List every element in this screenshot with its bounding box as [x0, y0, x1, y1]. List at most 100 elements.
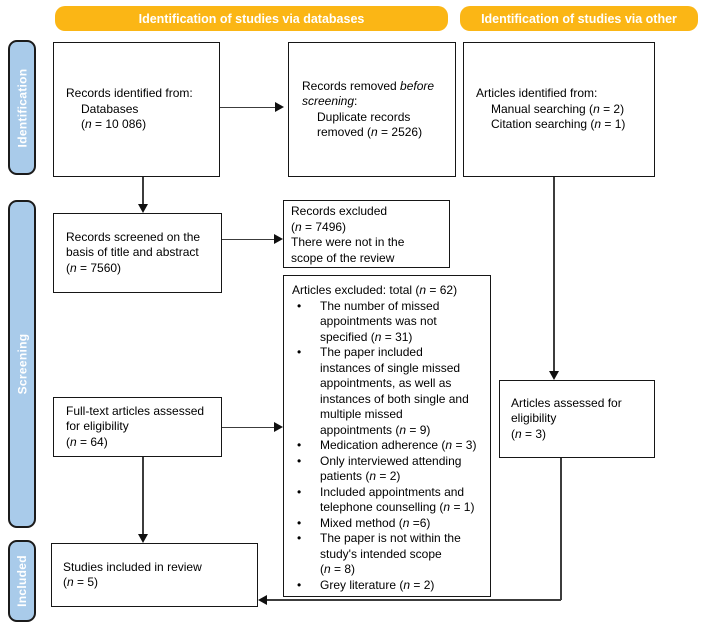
text-line: appointments, as well as: [320, 376, 452, 390]
arrow-fulltext-to-included-head: [138, 534, 148, 543]
text-line: Citation searching (n = 1): [491, 117, 626, 132]
bullet-glyph: •: [297, 345, 302, 359]
banner-identification-via-databases: Identification of studies via databases: [55, 6, 448, 31]
bullet-glyph: •: [297, 298, 302, 313]
text-line: There were not in the: [291, 235, 405, 249]
bullet-glyph: •: [297, 531, 302, 545]
text-line: appointments (n = 9): [320, 422, 431, 437]
bullet-item: • Medication adherence (n = 3): [292, 438, 488, 454]
text-line: Duplicate records: [317, 109, 411, 124]
arrow-screened-to-excluded-head: [274, 234, 283, 244]
text-line: (n = 64): [66, 434, 108, 449]
box-studies-included: Studies included in review(n = 5): [51, 543, 258, 607]
stage-label-screening: Screening: [8, 200, 36, 528]
text-line: appointments was not: [320, 314, 437, 328]
bullet-glyph: •: [297, 438, 302, 452]
text-line: (n = 7496): [291, 219, 347, 234]
arrow-other-to-assessed-head: [549, 371, 559, 380]
text-line: The paper is not within the: [320, 531, 461, 545]
bullet-item: • Mixed method (n =6): [292, 516, 488, 532]
text-line: multiple missed: [320, 407, 403, 421]
text-line: Included appointments and: [320, 484, 465, 499]
bullet-glyph: •: [297, 484, 302, 499]
text-line: Records excluded: [291, 204, 388, 218]
text-line: Articles excluded: total (n = 62): [292, 283, 458, 297]
text-line: scope of the review: [291, 250, 395, 265]
text-line: The paper included: [320, 345, 423, 359]
text-line: patients (n = 2): [320, 469, 401, 483]
stage-label-identification: Identification: [8, 40, 36, 175]
text-line: Records identified from:: [66, 86, 193, 101]
arrow-assessed-to-included-head: [258, 595, 267, 605]
arrow-fulltext-to-excluded-line: [222, 426, 274, 428]
arrow-identified-to-screened-line: [142, 177, 144, 204]
text-line: instances of single missed: [320, 360, 461, 375]
box-articles-identified: Articles identified from:Manual searchin…: [463, 42, 655, 177]
text-line: removed (n = 2526): [317, 125, 423, 139]
text-line: (n = 10 086): [81, 117, 147, 132]
text-line: telephone counselling (n = 1): [320, 500, 475, 514]
text-line: Manual searching (n = 2): [491, 101, 625, 116]
box-records-identified: Records identified from:Databases(n = 10…: [53, 42, 220, 177]
bullet-text: Mixed method (n =6): [320, 516, 488, 532]
text-line: Grey literature (n = 2): [320, 577, 435, 592]
banner-identification-via-other: Identification of studies via other: [460, 6, 698, 31]
text-line: for eligibility: [66, 419, 129, 434]
text-line: Mixed method (n =6): [320, 515, 431, 530]
text-line: Articles identified from:: [476, 86, 598, 101]
bullet-glyph: •: [297, 577, 302, 592]
stage-label-screening-text: Screening: [15, 333, 30, 395]
stage-label-identification-text: Identification: [15, 68, 29, 147]
bullet-item: • Grey literature (n = 2): [292, 578, 488, 594]
arrow-screened-to-excluded-line: [222, 238, 274, 240]
bullet-text: Grey literature (n = 2): [320, 578, 488, 594]
text-line: Full-text articles assessed: [66, 403, 205, 418]
arrow-fulltext-to-excluded-head: [274, 422, 283, 432]
text-line: Medication adherence (n = 3): [320, 438, 477, 452]
text-line: (n = 3): [511, 426, 547, 441]
box-articles-excluded: Articles excluded: total (n = 62) • The n…: [283, 275, 491, 597]
arrow-assessed-to-included-vline: [560, 458, 562, 600]
text-line: Studies included in review: [63, 559, 202, 574]
text-line: specified (n = 31): [320, 329, 413, 344]
text-line: (n = 8): [320, 562, 356, 576]
text-line: Articles assessed for: [511, 395, 622, 410]
text-line: (n = 5): [63, 575, 99, 589]
arrow-assessed-to-included-hline: [267, 599, 561, 601]
arrow-fulltext-to-included-line: [142, 457, 144, 534]
bullet-text: Medication adherence (n = 3): [320, 438, 488, 454]
text-line: Only interviewed attending: [320, 453, 462, 468]
bullet-glyph: •: [297, 453, 302, 468]
text-line: instances of both single and: [320, 391, 469, 406]
box-records-excluded: Records excluded(n = 7496)There were not…: [283, 200, 450, 268]
box-articles-excluded-header: Articles excluded: total (n = 62): [292, 283, 488, 299]
text-line: screening:: [302, 94, 358, 108]
text-line: (n = 7560): [66, 260, 122, 275]
text-line: Records removed before: [302, 78, 435, 93]
text-line: study's intended scope: [320, 546, 442, 561]
stage-label-included-text: Included: [15, 555, 29, 607]
stage-label-included: Included: [8, 540, 36, 622]
text-line: The number of missed: [320, 298, 440, 313]
text-line: Databases: [81, 101, 139, 116]
text-line: eligibility: [511, 411, 557, 426]
arrow-identified-to-removed-line: [220, 106, 275, 108]
bullet-glyph: •: [297, 515, 302, 530]
arrow-other-to-assessed-line: [553, 177, 555, 371]
